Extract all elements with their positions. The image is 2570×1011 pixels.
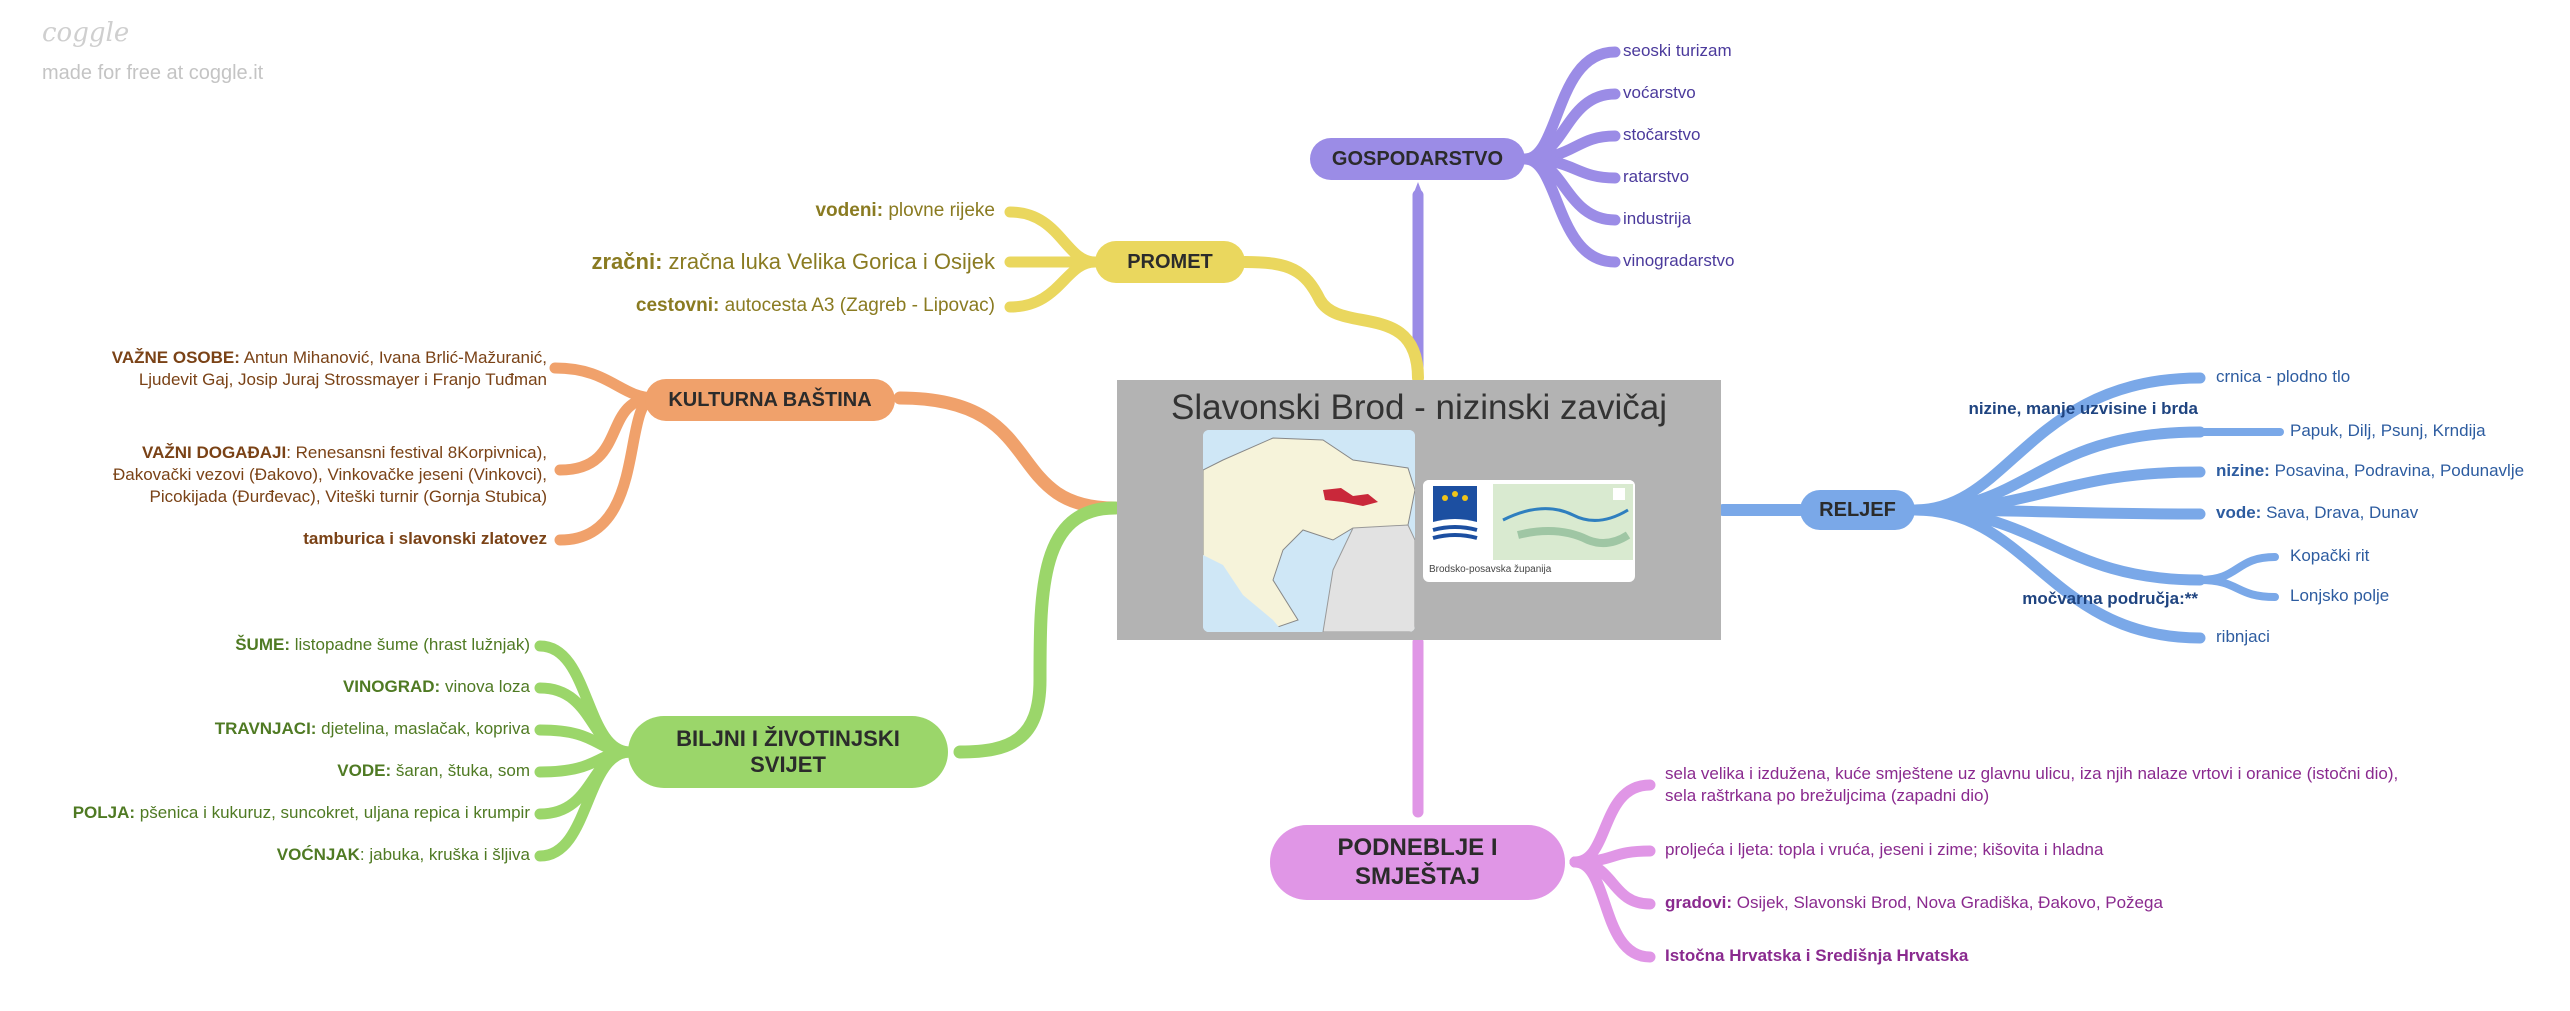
biljni-item: ŠUME: listopadne šume (hrast lužnjak)	[235, 635, 530, 654]
reljef-item-crnica: crnica - plodno tlo	[2216, 367, 2351, 386]
kultura-links	[549, 362, 1122, 546]
podneblje-label-line1: PODNEBLJE I	[1337, 833, 1498, 861]
biljni-links	[534, 501, 1122, 862]
card-caption: Brodsko-posavska županija	[1429, 564, 1552, 575]
gospodarstvo-item: industrija	[1623, 209, 1692, 228]
reljef-item-ribnjaci: ribnjaci	[2216, 627, 2270, 646]
promet-item-vodeni: vodeni: plovne rijeke	[815, 200, 995, 221]
reljef-item-vode: vode: Sava, Drava, Dunav	[2216, 503, 2419, 522]
gospodarstvo-item: ratarstvo	[1623, 167, 1690, 186]
biljni-item: VINOGRAD: vinova loza	[342, 677, 530, 696]
gospodarstvo-item: stočarstvo	[1623, 125, 1701, 144]
biljni-label-line2: SVIJET	[750, 752, 826, 777]
kultura-item-tamburica: tamburica i slavonski zlatovez	[303, 529, 547, 548]
croatia-map-image	[1203, 430, 1415, 632]
reljef-label-mocvarna: močvarna područja:**	[2022, 589, 2198, 608]
podneblje-links	[1412, 629, 1656, 963]
biljni-item: VOĆNJAK: jabuka, kruška i šljiva	[276, 845, 530, 864]
reljef-item-papuk: Papuk, Dilj, Psunj, Krndija	[2290, 421, 2486, 440]
gospodarstvo-item: vinogradarstvo	[1623, 251, 1735, 270]
topic-kulturna-bastina[interactable]: KULTURNA BAŠTINA	[645, 379, 895, 421]
promet-item-zracni: zračni: zračna luka Velika Gorica i Osij…	[591, 249, 996, 274]
reljef-item-lonjsko: Lonjsko polje	[2290, 586, 2390, 605]
biljni-item: TRAVNJACI: djetelina, maslačak, kopriva	[214, 719, 530, 738]
podneblje-item-sela: sela velika i izdužena, kuće smještene u…	[1665, 764, 2399, 805]
gospodarstvo-item: voćarstvo	[1623, 83, 1696, 102]
coggle-tagline: made for free at coggle.it	[42, 62, 264, 84]
reljef-links	[1717, 372, 2284, 644]
podneblje-item-istocna: Istočna Hrvatska i Središnja Hrvatska	[1665, 946, 1969, 965]
biljni-item: VODE: šaran, štuka, som	[337, 761, 530, 780]
zupanija-card-image[interactable]: Brodsko-posavska županija	[1423, 480, 1635, 582]
podneblje-item-proljeca: proljeća i ljeta: topla i vruća, jeseni …	[1665, 840, 2104, 859]
podneblje-item-gradovi: gradovi: Osijek, Slavonski Brod, Nova Gr…	[1665, 893, 2163, 912]
topic-gospodarstvo[interactable]: GOSPODARSTVO	[1310, 138, 1525, 180]
reljef-label-nizine: nizine, manje uzvisine i brda	[1968, 399, 2198, 418]
promet-item-cestovni: cestovni: autocesta A3 (Zagreb - Lipovac…	[635, 295, 995, 316]
gospodarstvo-item: seoski turizam	[1623, 41, 1732, 60]
topic-promet[interactable]: PROMET	[1095, 241, 1245, 283]
topic-biljni-svijet[interactable]: BILJNI I ŽIVOTINJSKI SVIJET	[628, 716, 948, 788]
gospodarstvo-links	[1412, 46, 1621, 384]
central-title: Slavonski Brod - nizinski zavičaj	[1170, 388, 1667, 427]
podneblje-label-line2: SMJEŠTAJ	[1355, 862, 1480, 890]
biljni-item: POLJA: pšenica i kukuruz, suncokret, ulj…	[72, 803, 530, 822]
kultura-item-osobe: VAŽNE OSOBE: Antun Mihanović, Ivana Brli…	[111, 348, 547, 389]
central-node[interactable]: Slavonski Brod - nizinski zavičaj Brodsk…	[1117, 380, 1721, 640]
topic-reljef[interactable]: RELJEF	[1800, 490, 1915, 530]
topic-podneblje-smjestaj[interactable]: PODNEBLJE I SMJEŠTAJ	[1270, 825, 1565, 900]
reljef-item-nizine: nizine: Posavina, Podravina, Podunavlje	[2216, 461, 2525, 480]
reljef-item-kopacki: Kopački rit	[2290, 546, 2370, 565]
promet-links	[1004, 206, 1424, 384]
biljni-label-line1: BILJNI I ŽIVOTINJSKI	[676, 725, 900, 751]
kultura-item-dogadaji: VAŽNI DOGAĐAJI: Renesansni festival 8Kor…	[113, 443, 547, 506]
expand-icon[interactable]	[1613, 488, 1625, 500]
coggle-logo: coggle	[42, 18, 130, 48]
